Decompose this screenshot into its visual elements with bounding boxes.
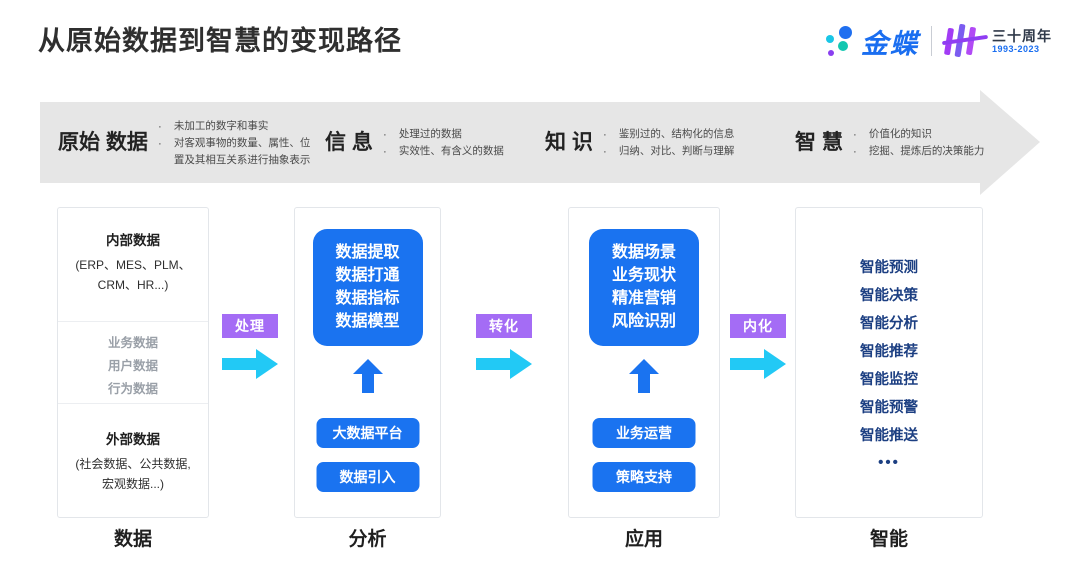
application-pill: 业务运营 (592, 418, 696, 448)
bullet-icon: · (157, 118, 162, 133)
dikw-bullet-row: · 实效性、有含义的数据 (383, 143, 504, 160)
application-scenarios-box: 数据场景 业务现状 精准营销 风险识别 (589, 229, 699, 346)
connector-label: 内化 (730, 314, 786, 338)
dikw-bullet-text: 鉴别过的、结构化的信息 (618, 128, 735, 140)
analysis-pill: 大数据平台 (316, 418, 419, 448)
intelligence-item: 智能预警 (860, 400, 918, 416)
dikw-head-label: 信 息 (325, 131, 373, 155)
dikw-head-label: 知 识 (545, 131, 593, 155)
anniversary-text: 三十周年 1993-2023 (992, 28, 1052, 54)
intelligence-capability-list: 智能预测 智能决策 智能分析 智能推荐 智能监控 智能预警 智能推送 ••• (796, 254, 982, 476)
bullet-icon: · (382, 127, 387, 141)
dikw-bullet-row: · 价值化的知识 (853, 126, 985, 143)
anniversary-mark-icon (941, 23, 989, 58)
connector-label: 处理 (222, 314, 278, 338)
page-title: 从原始数据到智慧的变现路径 (38, 26, 402, 56)
stage-label-application: 应用 (624, 529, 663, 550)
intelligence-item: 智能推送 (860, 428, 918, 444)
dikw-segment-knowledge: 知 识 · 鉴别过的、结构化的信息 · 归纳、对比、判断与理解 (545, 104, 734, 182)
kingdee-dots-icon (823, 24, 857, 58)
data-category-item: 用户数据 (107, 359, 158, 373)
dikw-bullet-list: · 价值化的知识 · 挖掘、提炼后的决策能力 (853, 126, 985, 160)
dikw-bullet-row: · 归纳、对比、判断与理解 (603, 143, 735, 160)
external-data-subtitle: (社会数据、公共数据, 宏观数据...) (75, 457, 191, 491)
stage-card-intelligence: 智能预测 智能决策 智能分析 智能推荐 智能监控 智能预警 智能推送 ••• (795, 207, 983, 518)
anniversary-years: 1993-2023 (992, 43, 1040, 54)
internal-data-subtitle: (ERP、MES、PLM、 CRM、HR...) (75, 258, 191, 292)
data-categories-block: 业务数据 用户数据 行为数据 (58, 321, 208, 404)
bullet-icon: · (602, 144, 607, 158)
connector-label: 转化 (476, 314, 532, 338)
up-arrow-icon (352, 359, 383, 393)
right-arrow-icon (222, 349, 278, 379)
stage-label-data: 数据 (113, 529, 152, 550)
bullet-icon: · (382, 144, 387, 158)
dikw-bullet-text: 对客观事物的数量、属性、位 置及其相互关系进行抽象表示 (173, 136, 311, 166)
bullet-icon: · (602, 127, 607, 141)
logo-divider (931, 26, 932, 56)
brand-logo: 金蝶 三十周年 1993-2023 (823, 22, 1052, 60)
internal-data-title: 内部数据 (106, 233, 160, 248)
connector-transform: 转化 (476, 314, 534, 386)
stage-card-data: 内部数据 (ERP、MES、PLM、 CRM、HR...) 业务数据 用户数据 … (57, 207, 209, 518)
dikw-bullet-text: 处理过的数据 (398, 128, 462, 140)
bullet-icon: · (852, 144, 857, 158)
dikw-segment-information: 信 息 · 处理过的数据 · 实效性、有含义的数据 (325, 104, 504, 182)
stage-label-intelligence: 智能 (869, 529, 908, 550)
up-arrow-icon (629, 359, 659, 393)
connector-internalize: 内化 (730, 314, 788, 386)
connector-process: 处理 (222, 314, 280, 386)
anniversary-label: 三十周年 (992, 27, 1052, 44)
right-arrow-icon (476, 349, 532, 379)
dikw-bullet-row: · 对客观事物的数量、属性、位 置及其相互关系进行抽象表示 (158, 135, 311, 169)
dikw-bullet-row: · 挖掘、提炼后的决策能力 (853, 143, 985, 160)
intelligence-item: 智能预测 (860, 260, 918, 276)
intelligence-item: 智能分析 (860, 316, 918, 332)
dikw-head-label: 原始 数据 (58, 131, 148, 155)
dikw-bullet-text: 实效性、有含义的数据 (398, 145, 504, 157)
dikw-bullet-text: 价值化的知识 (868, 128, 932, 140)
dikw-bullet-row: · 处理过的数据 (383, 126, 504, 143)
intelligence-item: 智能监控 (860, 372, 918, 388)
bullet-icon: · (157, 135, 162, 150)
dikw-segment-raw-data: 原始 数据 · 未加工的数字和事实 · 对客观事物的数量、属性、位 置及其相互关… (58, 104, 310, 182)
dikw-segment-wisdom: 智 慧 · 价值化的知识 · 挖掘、提炼后的决策能力 (795, 104, 984, 182)
right-arrow-icon (730, 349, 786, 379)
internal-data-block: 内部数据 (ERP、MES、PLM、 CRM、HR...) (58, 208, 208, 321)
data-category-item: 业务数据 (107, 336, 158, 350)
dikw-bullet-row: · 鉴别过的、结构化的信息 (603, 126, 735, 143)
intelligence-item: 智能推荐 (860, 344, 918, 360)
external-data-title: 外部数据 (106, 432, 160, 447)
stage-label-analysis: 分析 (348, 529, 387, 550)
analysis-pill: 数据引入 (316, 462, 419, 492)
dikw-arrow-band: 原始 数据 · 未加工的数字和事实 · 对客观事物的数量、属性、位 置及其相互关… (40, 90, 1040, 195)
external-data-block: 外部数据 (社会数据、公共数据, 宏观数据...) (58, 404, 208, 517)
dikw-bullet-list: · 未加工的数字和事实 · 对客观事物的数量、属性、位 置及其相互关系进行抽象表… (158, 118, 311, 169)
dikw-bullet-list: · 鉴别过的、结构化的信息 · 归纳、对比、判断与理解 (603, 126, 735, 160)
bullet-icon: · (852, 127, 857, 141)
stage-card-application: 数据场景 业务现状 精准营销 风险识别 业务运营 策略支持 (568, 207, 720, 518)
dikw-bullet-text: 未加工的数字和事实 (173, 119, 269, 132)
application-pill: 策略支持 (592, 462, 696, 492)
intelligence-ellipsis: ••• (878, 454, 900, 471)
dikw-bullet-row: · 未加工的数字和事实 (158, 118, 311, 135)
dikw-bullet-text: 挖掘、提炼后的决策能力 (868, 145, 985, 157)
analysis-capabilities-box: 数据提取 数据打通 数据指标 数据模型 (312, 229, 423, 346)
dikw-head-label: 智 慧 (795, 131, 843, 155)
dikw-bullet-list: · 处理过的数据 · 实效性、有含义的数据 (383, 126, 504, 160)
data-category-item: 行为数据 (107, 382, 158, 396)
brand-name: 金蝶 (861, 28, 919, 59)
stage-card-analysis: 数据提取 数据打通 数据指标 数据模型 大数据平台 数据引入 (294, 207, 441, 518)
intelligence-item: 智能决策 (860, 288, 918, 304)
dikw-arrow-shape (40, 90, 1040, 195)
dikw-bullet-text: 归纳、对比、判断与理解 (618, 145, 735, 157)
